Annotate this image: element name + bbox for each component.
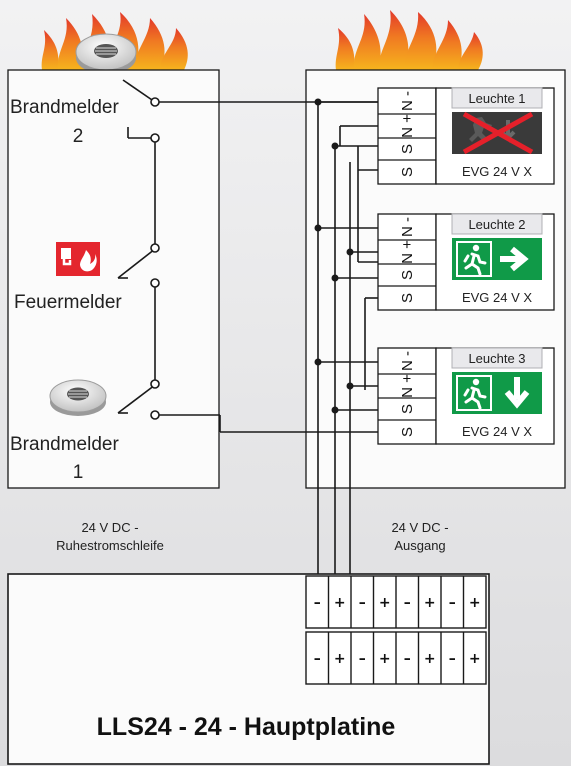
lamp-2-term-n-plus: N + [399, 240, 416, 264]
lamp-1-terminal-block [377, 87, 437, 185]
lamp-1-term-n-minus: N - [399, 91, 416, 111]
fire-callpoint-icon [56, 242, 100, 276]
terminal-bottom-4: + [379, 651, 391, 667]
terminal-top-5: – [404, 595, 411, 611]
terminal-bottom-2: + [334, 651, 346, 667]
output-label-line2: Ausgang [394, 538, 445, 553]
lamp-1-name: Leuchte 1 [468, 91, 525, 106]
detector-1-number: 1 [73, 462, 84, 483]
lamp-2-name: Leuchte 2 [468, 217, 525, 232]
smoke-detector-2-icon [75, 33, 137, 74]
lamp-3-term-s-a: S [399, 404, 416, 414]
output-wiring [317, 101, 378, 576]
lamp-3-term-s-b: S [399, 427, 416, 437]
lamp-3-terminal-block [377, 347, 437, 445]
detector-2-number: 2 [73, 126, 84, 147]
terminal-top-4: + [379, 595, 391, 611]
lamp-1: N - N + S S Leuchte 1 EVG 24 V X [377, 87, 555, 185]
loop-label-line1: 24 V DC - [81, 520, 138, 535]
terminal-top-8: + [469, 595, 481, 611]
board-terminal-rows: –+–+–+–+–+–+–+–+ [305, 575, 487, 685]
lamp-2-name-tag [451, 213, 543, 235]
lamp-2-term-s-b: S [399, 293, 416, 303]
board-title: LLS24 - 24 - Hauptplatine [97, 713, 396, 741]
lamp-2-term-s-a: S [399, 270, 416, 280]
lamp-1-term-s-b: S [399, 167, 416, 177]
flames-right-icon [335, 10, 483, 70]
detector-panel [7, 69, 220, 489]
detector-1-label: Brandmelder [10, 434, 119, 455]
terminal-top-1: – [314, 595, 321, 611]
terminal-top-2: + [334, 595, 346, 611]
terminal-bottom-5: – [404, 651, 411, 667]
loop-label-line2: Ruhestromschleife [56, 538, 164, 553]
callpoint-label: Feuermelder [14, 292, 122, 313]
lamp-1-name-tag [451, 87, 543, 109]
lamp-1-evg: EVG 24 V X [462, 164, 532, 179]
loop-contacts [150, 97, 160, 420]
lamp-2-exit-arrow-right-icon [452, 238, 542, 280]
lamp-2-evg: EVG 24 V X [462, 290, 532, 305]
terminal-bottom-7: – [449, 651, 456, 667]
terminal-top-6: + [424, 595, 436, 611]
lamp-3-exit-arrow-down-icon [452, 372, 542, 414]
terminal-top-7: – [449, 595, 456, 611]
lamp-1-failed-sign-icon [452, 111, 542, 155]
terminal-bottom-8: + [469, 651, 481, 667]
lamp-1-term-n-plus: N + [399, 114, 416, 138]
terminal-bottom-3: – [359, 651, 366, 667]
terminal-top-3: – [359, 595, 366, 611]
lamp-3: N - N + S S Leuchte 3 EVG 24 V X [377, 347, 555, 445]
terminal-bottom-1: – [314, 651, 321, 667]
smoke-detector-1-icon [49, 379, 107, 416]
lamp-2-term-n-minus: N - [399, 217, 416, 237]
lamp-3-name: Leuchte 3 [468, 351, 525, 366]
lamp-1-term-s-a: S [399, 144, 416, 154]
output-junctions [314, 98, 354, 414]
lamp-3-term-n-minus: N - [399, 351, 416, 371]
lamp-2-terminal-block [377, 213, 437, 311]
lamp-3-evg: EVG 24 V X [462, 424, 532, 439]
terminal-bottom-6: + [424, 651, 436, 667]
output-label-line1: 24 V DC - [391, 520, 448, 535]
detector-2-label: Brandmelder [10, 97, 119, 118]
lamp-3-term-n-plus: N + [399, 374, 416, 398]
lamp-3-name-tag [451, 347, 543, 369]
lamp-2: N - N + S S Leuchte 2 EVG 24 V X [377, 213, 555, 311]
